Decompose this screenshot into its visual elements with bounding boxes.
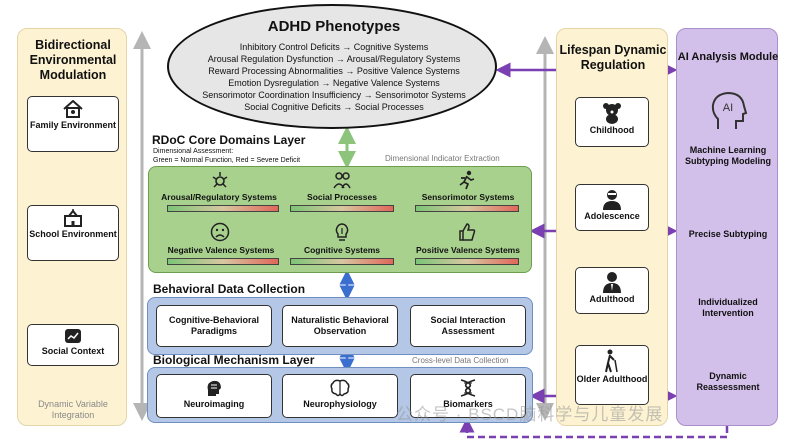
domain-label: Social Processes [307, 192, 377, 202]
thumbs-up-icon [459, 223, 476, 241]
lightbulb-icon [335, 223, 349, 241]
teen-icon [603, 190, 621, 210]
behavioral-item: Cognitive-Behavioral Paradigms [156, 305, 272, 347]
phenotype-line: Emotion Dysregulation → Negative Valence… [228, 78, 440, 88]
environment-footer: Dynamic Variable Integration [38, 399, 108, 420]
phenotype-list: Inhibitory Control Deficits → Cognitive … [169, 41, 499, 113]
phenotype-line: Arousal Regulation Dysfunction → Arousal… [207, 54, 461, 64]
ai-step: Precise Subtyping [688, 229, 768, 239]
domain-severity-bar [415, 258, 519, 265]
phenotype-line: Reward Processing Abnormalities → Positi… [208, 66, 460, 76]
domain-severity-bar [415, 205, 519, 212]
sad-face-icon [210, 222, 230, 242]
neuroimaging-box: Neuroimaging [156, 374, 272, 418]
phenotype-line: Social Cognitive Deficits → Social Proce… [244, 102, 424, 112]
behavioral-item: Social Interaction Assessment [410, 305, 526, 347]
behavioral-title: Behavioral Data Collection [153, 282, 306, 296]
domain-severity-bar [167, 205, 279, 212]
ai-icon-text: AI [723, 102, 733, 114]
elderly-icon [605, 349, 618, 373]
rdoc-extraction-label: Dimensional Indicator Extraction [385, 154, 500, 163]
adhd-phenotypes-ellipse: ADHD Phenotypes Inhibitory Control Defic… [167, 4, 497, 129]
chart-icon [65, 329, 81, 343]
domain-severity-bar [167, 258, 279, 265]
stage-older-adulthood: Older Adulthood [575, 345, 649, 405]
lifespan-regulation-panel: Lifespan Dynamic Regulation Childhood Ad… [556, 28, 668, 426]
env-label: Social Context [41, 346, 105, 356]
arousal-icon [212, 172, 228, 188]
watermark: 公众号 · BSCD脑科学与儿童发展 [396, 405, 664, 424]
stage-childhood: Childhood [575, 97, 649, 147]
domain-label: Sensorimotor Systems [421, 192, 515, 202]
ai-analysis-panel: AI Analysis Module AI Machine Learning S… [676, 28, 778, 426]
brain-icon [330, 379, 350, 397]
school-icon [64, 209, 82, 227]
people-icon [333, 172, 351, 189]
head-scan-icon [207, 380, 221, 396]
biomarkers-box: Biomarkers [410, 374, 526, 418]
behavioral-data-panel: Cognitive-Behavioral Paradigms Naturalis… [147, 297, 533, 355]
stage-label: Adulthood [589, 294, 635, 304]
running-icon [459, 170, 475, 190]
stage-adulthood: Adulthood [575, 267, 649, 314]
family-environment-box: Family Environment [27, 96, 119, 152]
domain-label: Negative Valence Systems [167, 245, 275, 255]
cross-level-label: Cross-level Data Collection [412, 356, 509, 365]
dna-icon [460, 379, 476, 397]
domain-label: Arousal/Regulatory Systems [161, 192, 277, 202]
stage-adolescence: Adolescence [575, 184, 649, 231]
bio-label: Neuroimaging [183, 399, 245, 409]
ai-step: Individualized Intervention [698, 297, 758, 318]
neurophysiology-box: Neurophysiology [282, 374, 398, 418]
bio-label: Biomarkers [443, 399, 493, 409]
domain-severity-bar [290, 258, 394, 265]
adult-icon [603, 272, 621, 293]
ai-title: AI Analysis Module [677, 51, 779, 63]
rdoc-domains-panel: Arousal/Regulatory Systems Social Proces… [148, 166, 532, 273]
environmental-modulation-panel: Bidirectional Environmental Modulation F… [17, 28, 127, 426]
phenotype-line: Sensorimotor Coordination Insufficiency … [202, 90, 466, 100]
biological-title: Biological Mechanism Layer [153, 353, 315, 367]
stage-label: Adolescence [584, 211, 640, 221]
bio-label: Neurophysiology [303, 399, 377, 409]
teddy-bear-icon [603, 103, 621, 124]
biological-mechanism-panel: Neuroimaging Neurophysiology Biomarkers [147, 367, 533, 423]
stage-label: Older Adulthood [576, 374, 648, 384]
ai-head-icon: AI [711, 91, 748, 129]
lifespan-title: Lifespan Dynamic Regulation [559, 43, 667, 72]
stage-label: Childhood [589, 125, 635, 135]
ai-step: Dynamic Reassessment [696, 371, 760, 392]
house-icon [63, 100, 83, 118]
domain-label: Positive Valence Systems [416, 245, 520, 255]
environment-title: Bidirectional Environmental Modulation [29, 38, 117, 82]
rdoc-note-assessment: Dimensional Assessment: [153, 148, 234, 155]
rdoc-title: RDoC Core Domains Layer [152, 133, 306, 147]
domain-label: Cognitive Systems [303, 245, 381, 255]
phenotype-line: Inhibitory Control Deficits → Cognitive … [239, 42, 429, 52]
env-label: School Environment [29, 229, 117, 239]
rdoc-note-legend: Green = Normal Function, Red = Severe De… [153, 157, 301, 164]
ai-step: Machine Learning Subtyping Modeling [685, 145, 771, 166]
social-context-box: Social Context [27, 324, 119, 366]
env-label: Family Environment [29, 120, 117, 130]
school-environment-box: School Environment [27, 205, 119, 261]
domain-severity-bar [290, 205, 394, 212]
behavioral-item: Naturalistic Behavioral Observation [282, 305, 398, 347]
phenotypes-title: ADHD Phenotypes [267, 18, 401, 35]
